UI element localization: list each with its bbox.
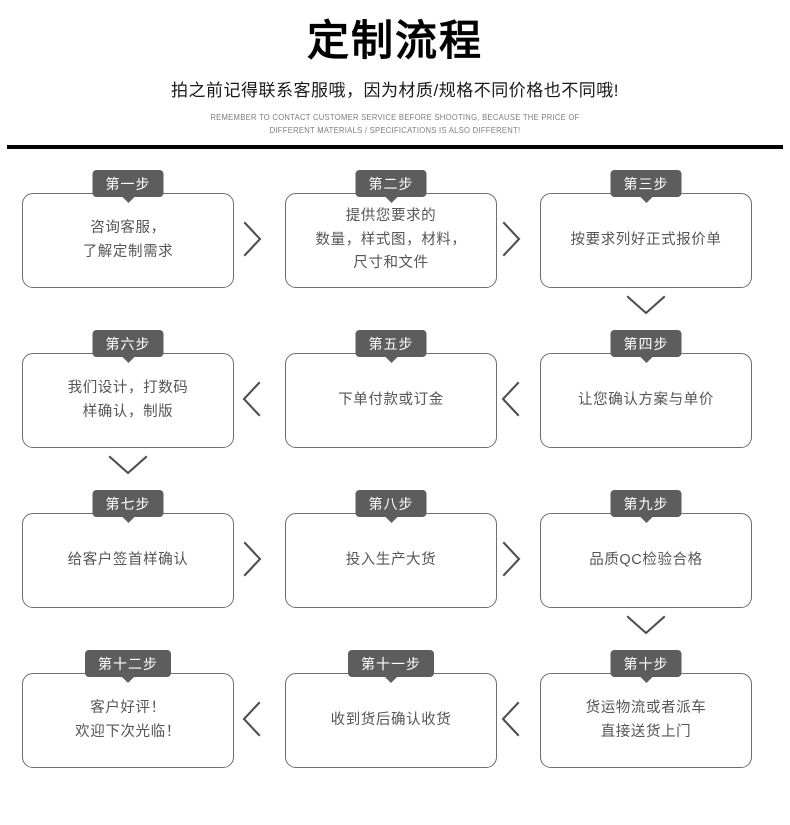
step-badge-2: 第二步 xyxy=(355,170,427,197)
subtitle-chinese: 拍之前记得联系客服哦，因为材质/规格不同价格也不同哦! xyxy=(171,80,619,100)
step-box-8: 投入生产大货 xyxy=(285,513,497,608)
step-card-8[interactable]: 第八步 投入生产大货 xyxy=(285,490,497,608)
step-badge-8: 第八步 xyxy=(355,490,427,517)
step-badge-7: 第七步 xyxy=(92,490,164,517)
step-card-11[interactable]: 第十一步 收到货后确认收货 xyxy=(285,650,497,768)
step-text-11: 收到货后确认收货 xyxy=(325,709,458,732)
arrow-down-icon xyxy=(624,612,668,638)
step-badge-11: 第十一步 xyxy=(348,650,434,677)
step-card-4[interactable]: 第四步 让您确认方案与单价 xyxy=(540,330,752,448)
arrow-down-icon xyxy=(624,292,668,318)
step-badge-12: 第十二步 xyxy=(85,650,171,677)
arrow-right-icon xyxy=(239,540,265,578)
step-box-6: 我们设计，打数码 样确认，制版 xyxy=(22,353,234,448)
step-text-line: 了解定制需求 xyxy=(82,243,174,260)
step-text-8: 投入生产大货 xyxy=(340,549,443,572)
arrow-right-icon xyxy=(498,540,524,578)
step-text-4: 让您确认方案与单价 xyxy=(572,389,720,412)
step-box-4: 让您确认方案与单价 xyxy=(540,353,752,448)
step-text-6: 我们设计，打数码 样确认，制版 xyxy=(62,377,195,424)
arrow-left-icon xyxy=(498,700,524,738)
step-card-5[interactable]: 第五步 下单付款或订金 xyxy=(285,330,497,448)
step-text-1: 咨询客服， 了解定制需求 xyxy=(77,217,180,264)
flow-row-2: 第六步 我们设计，打数码 样确认，制版 第五步 下单付款或订金 第四步 xyxy=(0,330,790,490)
step-text-5: 下单付款或订金 xyxy=(332,389,450,412)
arrow-left-icon xyxy=(239,700,265,738)
step-text-9: 品质QC检验合格 xyxy=(583,549,709,572)
step-text-12: 客户好评！ 欢迎下次光临！ xyxy=(69,697,187,744)
step-text-line: 客户好评！ xyxy=(90,700,166,717)
step-card-9[interactable]: 第九步 品质QC检验合格 xyxy=(540,490,752,608)
step-box-7: 给客户签首样确认 xyxy=(22,513,234,608)
step-text-7: 给客户签首样确认 xyxy=(62,549,195,572)
flow-row-4: 第十二步 客户好评！ 欢迎下次光临！ 第十一步 收到货后确认收货 第十步 xyxy=(0,650,790,810)
step-text-line: 让您确认方案与单价 xyxy=(578,391,714,408)
step-box-3: 按要求列好正式报价单 xyxy=(540,193,752,288)
step-card-12[interactable]: 第十二步 客户好评！ 欢迎下次光临！ xyxy=(22,650,234,768)
subtitle-english-line2: DIFFERENT MATERIALS / SPECIFICATIONS IS … xyxy=(269,124,521,135)
step-box-5: 下单付款或订金 xyxy=(285,353,497,448)
step-card-10[interactable]: 第十步 货运物流或者派车 直接送货上门 xyxy=(540,650,752,768)
flow-row-1: 第一步 咨询客服， 了解定制需求 第二步 提供您要求的 数量，样式图，材料， 尺… xyxy=(0,170,790,330)
step-text-line: 咨询客服， xyxy=(90,220,166,237)
step-text-line: 样确认，制版 xyxy=(82,403,174,420)
step-text-line: 给客户签首样确认 xyxy=(67,551,189,568)
step-box-11: 收到货后确认收货 xyxy=(285,673,497,768)
step-text-2: 提供您要求的 数量，样式图，材料， 尺寸和文件 xyxy=(310,205,473,275)
arrow-down-icon xyxy=(106,452,150,478)
step-card-6[interactable]: 第六步 我们设计，打数码 样确认，制版 xyxy=(22,330,234,448)
step-badge-3: 第三步 xyxy=(610,170,682,197)
arrow-left-icon xyxy=(498,380,524,418)
step-text-line: 提供您要求的 xyxy=(345,208,437,225)
arrow-right-icon xyxy=(239,220,265,258)
step-badge-4: 第四步 xyxy=(610,330,682,357)
subtitle-english-line1: REMEMBER TO CONTACT CUSTOMER SERVICE BEF… xyxy=(210,111,580,122)
header-divider xyxy=(7,145,783,149)
step-box-1: 咨询客服， 了解定制需求 xyxy=(22,193,234,288)
flow-row-3: 第七步 给客户签首样确认 第八步 投入生产大货 第九步 xyxy=(0,490,790,650)
step-box-12: 客户好评！ 欢迎下次光临！ xyxy=(22,673,234,768)
step-text-line: 收到货后确认收货 xyxy=(330,711,452,728)
step-text-line: 数量，样式图，材料， xyxy=(315,231,467,248)
step-text-line: 下单付款或订金 xyxy=(338,391,444,408)
step-badge-10: 第十步 xyxy=(610,650,682,677)
step-badge-9: 第九步 xyxy=(610,490,682,517)
step-text-line: 货运物流或者派车 xyxy=(585,700,707,717)
step-box-2: 提供您要求的 数量，样式图，材料， 尺寸和文件 xyxy=(285,193,497,288)
step-text-3: 按要求列好正式报价单 xyxy=(565,229,728,252)
step-card-1[interactable]: 第一步 咨询客服， 了解定制需求 xyxy=(22,170,234,288)
arrow-left-icon xyxy=(239,380,265,418)
step-text-line: 我们设计，打数码 xyxy=(67,380,189,397)
page-title: 定制流程 xyxy=(306,17,483,64)
step-text-line: 尺寸和文件 xyxy=(353,255,429,272)
step-badge-6: 第六步 xyxy=(92,330,164,357)
subtitle-english: REMEMBER TO CONTACT CUSTOMER SERVICE BEF… xyxy=(40,111,751,137)
process-flow-diagram: 第一步 咨询客服， 了解定制需求 第二步 提供您要求的 数量，样式图，材料， 尺… xyxy=(0,170,790,810)
step-card-3[interactable]: 第三步 按要求列好正式报价单 xyxy=(540,170,752,288)
step-text-line: 按要求列好正式报价单 xyxy=(570,231,722,248)
step-text-line: 直接送货上门 xyxy=(600,723,692,740)
step-text-10: 货运物流或者派车 直接送货上门 xyxy=(580,697,713,744)
step-text-line: 欢迎下次光临！ xyxy=(75,723,181,740)
step-card-2[interactable]: 第二步 提供您要求的 数量，样式图，材料， 尺寸和文件 xyxy=(285,170,497,288)
step-box-9: 品质QC检验合格 xyxy=(540,513,752,608)
step-text-line: 投入生产大货 xyxy=(345,551,437,568)
step-badge-1: 第一步 xyxy=(92,170,164,197)
step-card-7[interactable]: 第七步 给客户签首样确认 xyxy=(22,490,234,608)
page-header: 定制流程 拍之前记得联系客服哦，因为材质/规格不同价格也不同哦! REMEMBE… xyxy=(0,0,790,137)
step-box-10: 货运物流或者派车 直接送货上门 xyxy=(540,673,752,768)
arrow-right-icon xyxy=(498,220,524,258)
step-text-line: 品质QC检验合格 xyxy=(589,551,703,568)
step-badge-5: 第五步 xyxy=(355,330,427,357)
